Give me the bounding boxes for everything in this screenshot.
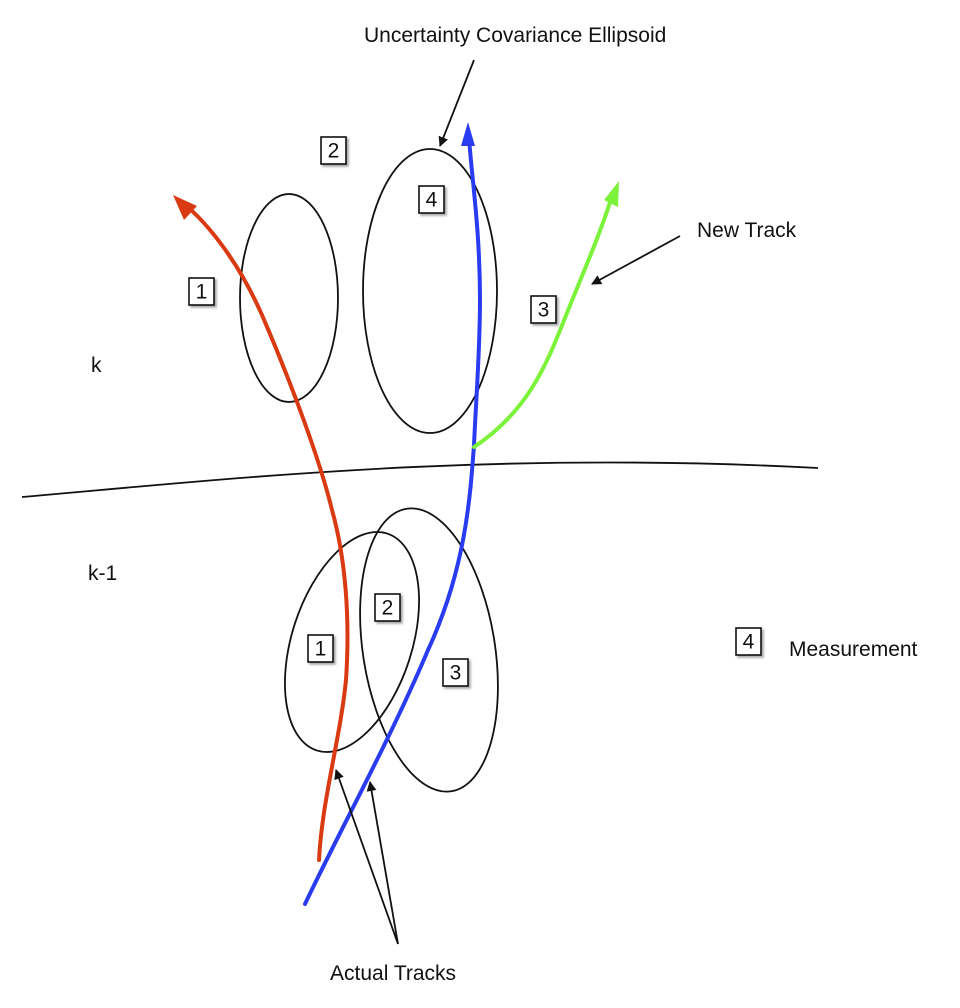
svg-text:3: 3 (538, 299, 550, 322)
uncertainty-ellipse-k-minus-1-2 (359, 507, 499, 793)
blue-track (303, 136, 483, 906)
actual-tracks-pointer-arrow-red (334, 769, 399, 945)
time-label-k-minus-1: k-1 (88, 562, 117, 585)
uncertainty-ellipse-k-1 (239, 193, 339, 403)
ellipsoid-label: Uncertainty Covariance Ellipsoid (364, 24, 666, 47)
svg-text:2: 2 (328, 140, 340, 163)
measurement-box-k-1: 1 (188, 277, 215, 306)
uncertainty-ellipse-k-2 (362, 148, 498, 434)
new-track-pointer-arrow (591, 235, 681, 285)
uncertainty-ellipse-k-minus-1-1 (284, 531, 420, 753)
actual-tracks-label: Actual Tracks (330, 962, 456, 985)
blue-track-arrowhead (461, 122, 475, 146)
svg-text:1: 1 (315, 638, 327, 661)
green-track-arrowhead (604, 181, 619, 207)
measurement-box-k-4: 4 (418, 185, 445, 214)
measurement-box-k-3: 3 (530, 295, 557, 324)
measurement-legend-box: 4 (735, 627, 762, 656)
measurement-box-k-2: 2 (320, 136, 347, 165)
red-track (181, 201, 350, 862)
measurement-box-k-minus-1-3: 3 (442, 658, 469, 687)
measurement-box-k-minus-1-2: 2 (374, 593, 401, 622)
new-track-label: New Track (697, 219, 797, 242)
svg-text:2: 2 (382, 597, 394, 620)
svg-text:3: 3 (450, 662, 462, 685)
green-track (472, 194, 614, 449)
measurement-box-k-minus-1-1: 1 (307, 634, 334, 663)
time-boundary-line (21, 461, 819, 498)
red-track-arrowhead (173, 195, 197, 220)
time-label-k: k (91, 354, 102, 377)
svg-text:4: 4 (743, 631, 755, 654)
svg-text:4: 4 (426, 189, 438, 212)
measurement-legend-label: Measurement (789, 638, 918, 661)
svg-text:1: 1 (196, 281, 208, 304)
ellipsoid-pointer-arrow (438, 59, 475, 147)
actual-tracks-pointer-arrow-blue (366, 781, 399, 945)
